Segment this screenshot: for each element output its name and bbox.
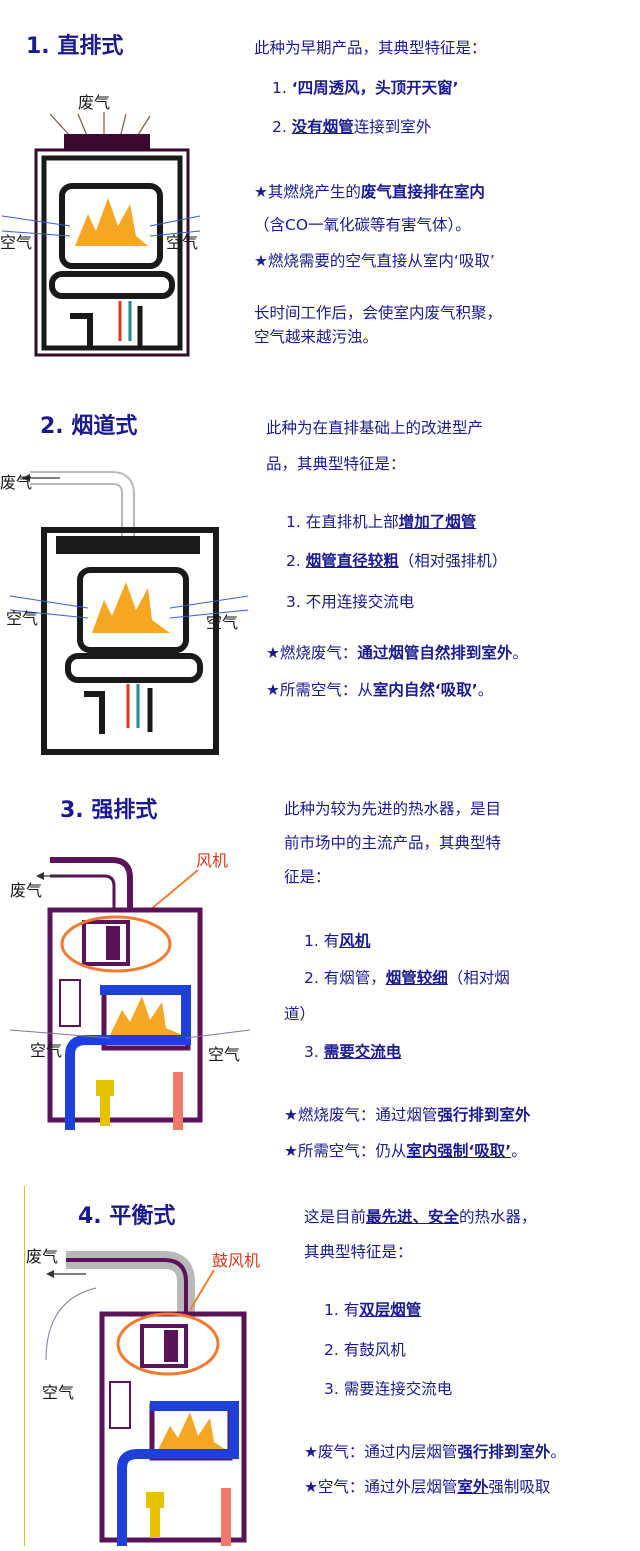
section-2-air-left-label: 空气 bbox=[6, 609, 38, 628]
section-3-fan-label: 风机 bbox=[196, 851, 228, 870]
section-2-line-4: 3. 不用连接交流电 bbox=[286, 593, 415, 611]
section-1-exhaust-label: 废气 bbox=[78, 93, 110, 112]
section-3-line-8: ★所需空气：仍从室内强制‘吸取’。 bbox=[284, 1142, 527, 1160]
section-4-fan-label: 鼓风机 bbox=[212, 1251, 260, 1270]
section-3-line-0: 此种为较为先进的热水器，是目 bbox=[284, 800, 502, 818]
section-3-line-2: 征是： bbox=[284, 868, 331, 886]
section-4-line-4: 3. 需要连接交流电 bbox=[324, 1380, 453, 1398]
section-2-title: 2. 烟道式 bbox=[40, 414, 138, 439]
section-1-line-5: ★燃烧需要的空气直接从室内‘吸取’ bbox=[254, 252, 495, 270]
section-3-title: 3. 强排式 bbox=[60, 798, 158, 823]
section-1-line-4: （含CO一氧化碳等有害气体）。 bbox=[254, 216, 471, 234]
direct-exhaust-heater-diagram: 废气 空气 空气 bbox=[0, 93, 201, 357]
section-1-line-1: 1. ‘四周透风，头顶开天窗’ bbox=[272, 79, 459, 97]
section-3-air-left-label: 空气 bbox=[30, 1041, 62, 1060]
section-1-air-left-label: 空气 bbox=[0, 233, 32, 252]
section-1-line-6: 长时间工作后，会使室内废气积聚， bbox=[254, 304, 503, 322]
section-4-line-5: ★废气：通过内层烟管强行排到室外。 bbox=[304, 1443, 566, 1461]
section-4-line-2: 1. 有双层烟管 bbox=[324, 1301, 422, 1319]
section-1-line-0: 此种为早期产品，其典型特征是： bbox=[254, 39, 487, 57]
section-4-air-left-label: 空气 bbox=[42, 1383, 74, 1402]
section-1-air-right-label: 空气 bbox=[166, 233, 198, 252]
section-3-line-7: ★燃烧废气：通过烟管强行排到室外 bbox=[284, 1106, 531, 1124]
section-3-air-right-label: 空气 bbox=[208, 1045, 240, 1064]
section-2-line-1: 品，其典型特征是： bbox=[266, 455, 406, 473]
section-3-line-6: 3. 需要交流电 bbox=[304, 1043, 402, 1061]
section-4-title: 4. 平衡式 bbox=[78, 1204, 176, 1229]
section-4-line-0: 这是目前最先进、安全的热水器， bbox=[304, 1208, 537, 1226]
section-4-divider bbox=[24, 1186, 25, 1546]
section-1-line-2: 2. 没有烟管连接到室外 bbox=[272, 118, 432, 136]
section-1-line-7: 空气越来越污浊。 bbox=[254, 328, 379, 346]
balanced-type-heater-diagram: 废气 鼓风机 空气 bbox=[26, 1247, 260, 1546]
section-3-line-1: 前市场中的主流产品，其典型特 bbox=[284, 834, 502, 852]
section-2-exhaust-label: 废气 bbox=[0, 473, 32, 492]
section-2-line-0: 此种为在直排基础上的改进型产 bbox=[266, 419, 484, 437]
section-4-exhaust-label: 废气 bbox=[26, 1247, 58, 1266]
flue-type-heater-diagram: 废气 空气 空气 bbox=[0, 471, 249, 755]
section-1-title: 1. 直排式 bbox=[26, 34, 124, 59]
section-4-line-3: 2. 有鼓风机 bbox=[324, 1341, 406, 1359]
section-3-line-5: 道） bbox=[284, 1005, 316, 1023]
section-3-exhaust-label: 废气 bbox=[10, 881, 42, 900]
forced-exhaust-heater-diagram: 废气 风机 空气 空气 bbox=[9, 851, 251, 1130]
section-2-air-right-label: 空气 bbox=[206, 613, 238, 632]
section-2-line-2: 1. 在直排机上部增加了烟管 bbox=[286, 513, 477, 531]
section-2-line-3: 2. 烟管直径较粗（相对强排机） bbox=[286, 552, 508, 570]
section-4-line-6: ★空气：通过外层烟管室外强制吸取 bbox=[304, 1478, 551, 1496]
section-3-line-4: 2. 有烟管，烟管较细（相对烟 bbox=[304, 969, 510, 987]
section-1-line-3: ★其燃烧产生的废气直接排在室内 bbox=[254, 183, 485, 201]
section-4-line-1: 其典型特征是： bbox=[304, 1243, 413, 1261]
section-3-line-3: 1. 有风机 bbox=[304, 932, 371, 950]
section-2-line-5: ★燃烧废气：通过烟管自然排到室外。 bbox=[266, 644, 528, 662]
section-2-line-6: ★所需空气：从室内自然‘吸取’。 bbox=[266, 681, 494, 699]
